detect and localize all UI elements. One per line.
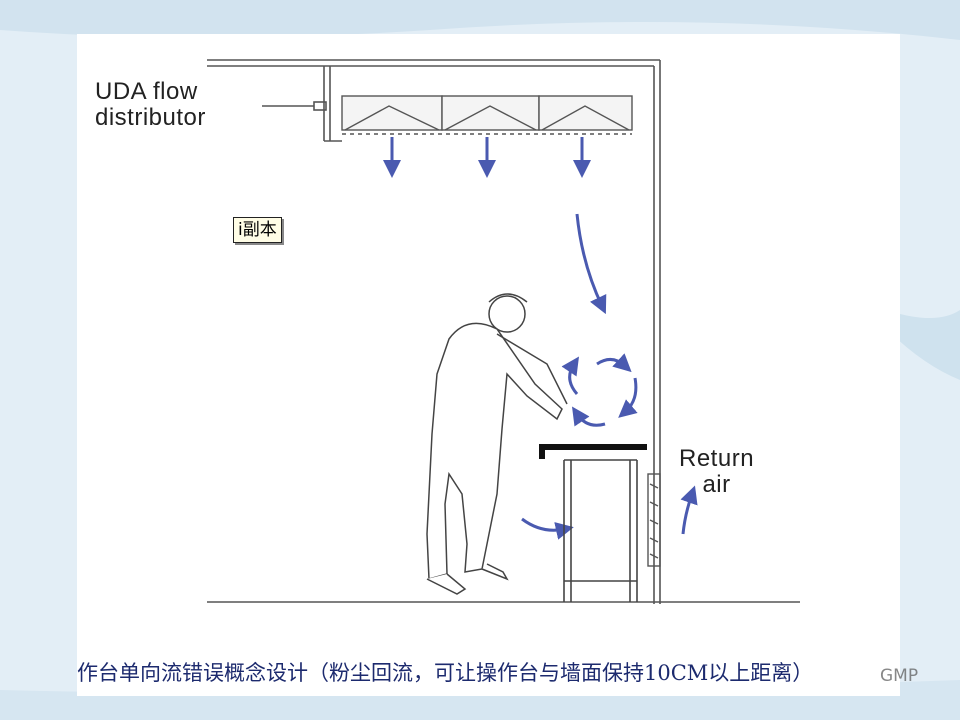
slide: UDA flow distributor Return air i副本 作台单向… — [77, 34, 900, 696]
uda-flow-distributor — [341, 95, 633, 135]
operator-figure — [426, 293, 568, 595]
work-bench — [539, 444, 647, 602]
uda-label-line2: distributor — [95, 104, 206, 131]
return-label-line1: Return — [679, 445, 755, 472]
watermark: GMP — [880, 666, 919, 686]
copy-tag: i副本 — [233, 217, 282, 243]
airflow-arrows — [383, 137, 698, 540]
uda-label-line1: UDA flow — [95, 78, 198, 105]
uda-flow-distributor-label: UDA flow distributor — [95, 79, 206, 131]
return-air-label: Return air — [679, 446, 754, 498]
return-air-grille — [647, 473, 661, 567]
cleanroom-diagram — [207, 59, 800, 604]
return-label-line2: air — [702, 471, 731, 498]
slide-caption: 作台单向流错误概念设计（粉尘回流，可让操作台与墙面保持10CM以上距离） — [77, 661, 814, 685]
